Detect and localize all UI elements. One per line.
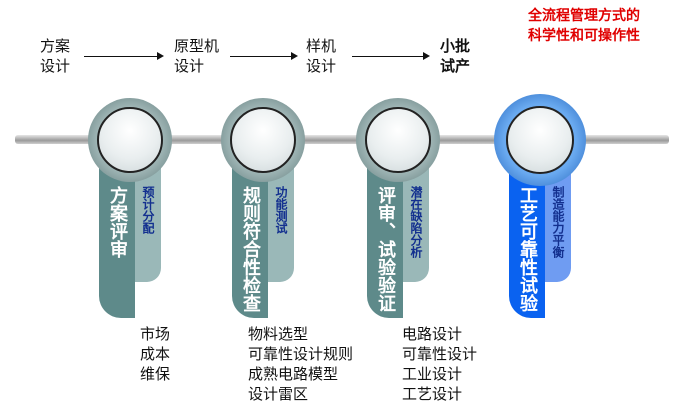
ring-icon	[221, 98, 305, 182]
list-item: 可靠性设计规则	[248, 345, 354, 363]
list-item: 工艺设计	[402, 385, 463, 403]
ring-icon	[88, 98, 172, 182]
headline-line: 全流程管理方式的	[528, 8, 640, 24]
stage-line: 小批	[440, 37, 471, 55]
stage-line: 设计	[306, 57, 337, 75]
ring-icon	[356, 98, 440, 182]
arrow-icon	[84, 52, 164, 60]
ribbon-sub-label: 预计分配	[141, 186, 155, 234]
stage-line: 试产	[440, 57, 471, 75]
list-item: 维保	[140, 365, 171, 383]
ribbon-sub-label: 潜在缺陷分析	[409, 186, 423, 258]
ring-icon	[494, 94, 586, 186]
arrow-icon	[230, 52, 298, 60]
stage-4: 小批试产	[440, 36, 470, 76]
arrow-icon	[352, 52, 430, 60]
headline-line: 科学性和可操作性	[528, 28, 640, 44]
ribbon-sub-label: 制造能力平衡	[551, 186, 565, 258]
ribbon-sub-label: 功能测试	[274, 186, 288, 234]
list-item: 市场	[140, 325, 171, 343]
timeline-bar	[15, 135, 669, 144]
stage-line: 方案	[40, 37, 71, 55]
stage-1: 方案设计	[40, 36, 70, 76]
stage-line: 设计	[174, 57, 205, 75]
headline: 全流程管理方式的 科学性和可操作性	[528, 6, 640, 46]
key-3-items: 电路设计可靠性设计工业设计工艺设计	[402, 324, 477, 404]
list-item: 工业设计	[402, 365, 463, 383]
stage-3: 样机设计	[306, 36, 336, 76]
list-item: 成本	[140, 345, 171, 363]
list-item: 设计雷区	[248, 385, 309, 403]
list-item: 成熟电路模型	[248, 365, 339, 383]
stage-line: 样机	[306, 37, 337, 55]
stage-2: 原型机设计	[174, 36, 219, 76]
key-1-items: 市场成本维保	[140, 324, 170, 384]
stage-line: 设计	[40, 57, 71, 75]
list-item: 电路设计	[402, 325, 463, 343]
ribbon-main-label: 方案评审	[107, 186, 128, 258]
stage-line: 原型机	[174, 37, 220, 55]
ribbon-main-label: 评审、试验验证	[375, 186, 396, 312]
ribbon-main-label: 规则符合性检查	[240, 186, 261, 312]
list-item: 可靠性设计	[402, 345, 478, 363]
list-item: 物料选型	[248, 325, 309, 343]
key-2-items: 物料选型可靠性设计规则成熟电路模型设计雷区	[248, 324, 353, 404]
ribbon-main-label: 工艺可靠性试验	[517, 186, 538, 312]
